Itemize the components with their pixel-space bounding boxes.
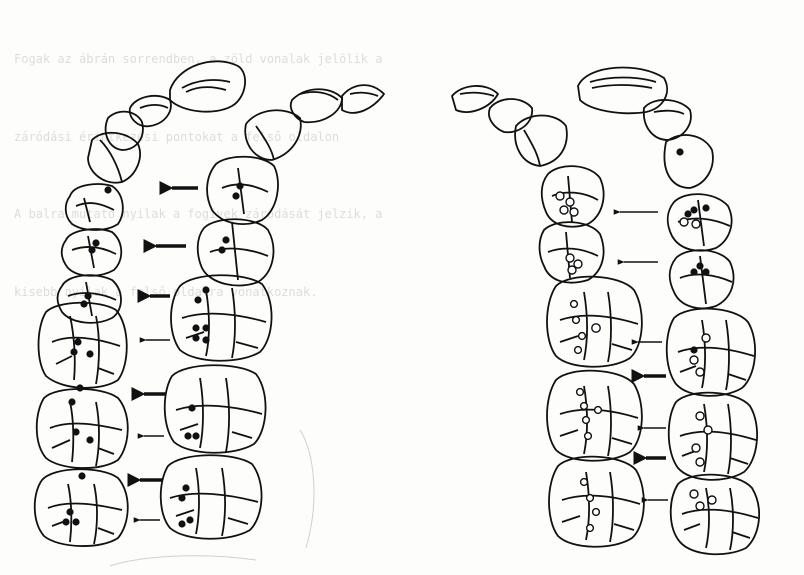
tooth-premolar (66, 184, 123, 230)
tooth-incisor (578, 68, 667, 114)
left-outer-arch (35, 61, 245, 546)
contact-circles-open (556, 192, 716, 531)
right-inner-arch (452, 86, 644, 547)
tooth-premolar (207, 157, 278, 224)
left-inner-arch (161, 85, 384, 539)
occlusion-arrows (140, 188, 668, 520)
contact-dots-filled (62, 148, 709, 527)
tooth-incisor (342, 85, 384, 113)
tooth-incisor (452, 86, 498, 112)
faint-pencil-marks (110, 430, 314, 566)
tooth-canine (664, 135, 712, 188)
tooth-incisor (130, 96, 171, 126)
tooth-premolar (88, 133, 140, 183)
tooth-premolar (542, 166, 604, 227)
tooth-molar (39, 303, 127, 388)
tooth-incisor (644, 100, 691, 140)
tooth-incisor (489, 99, 532, 132)
tooth-canine (515, 116, 567, 167)
tooth-canine (245, 110, 301, 160)
right-outer-arch (578, 68, 759, 555)
